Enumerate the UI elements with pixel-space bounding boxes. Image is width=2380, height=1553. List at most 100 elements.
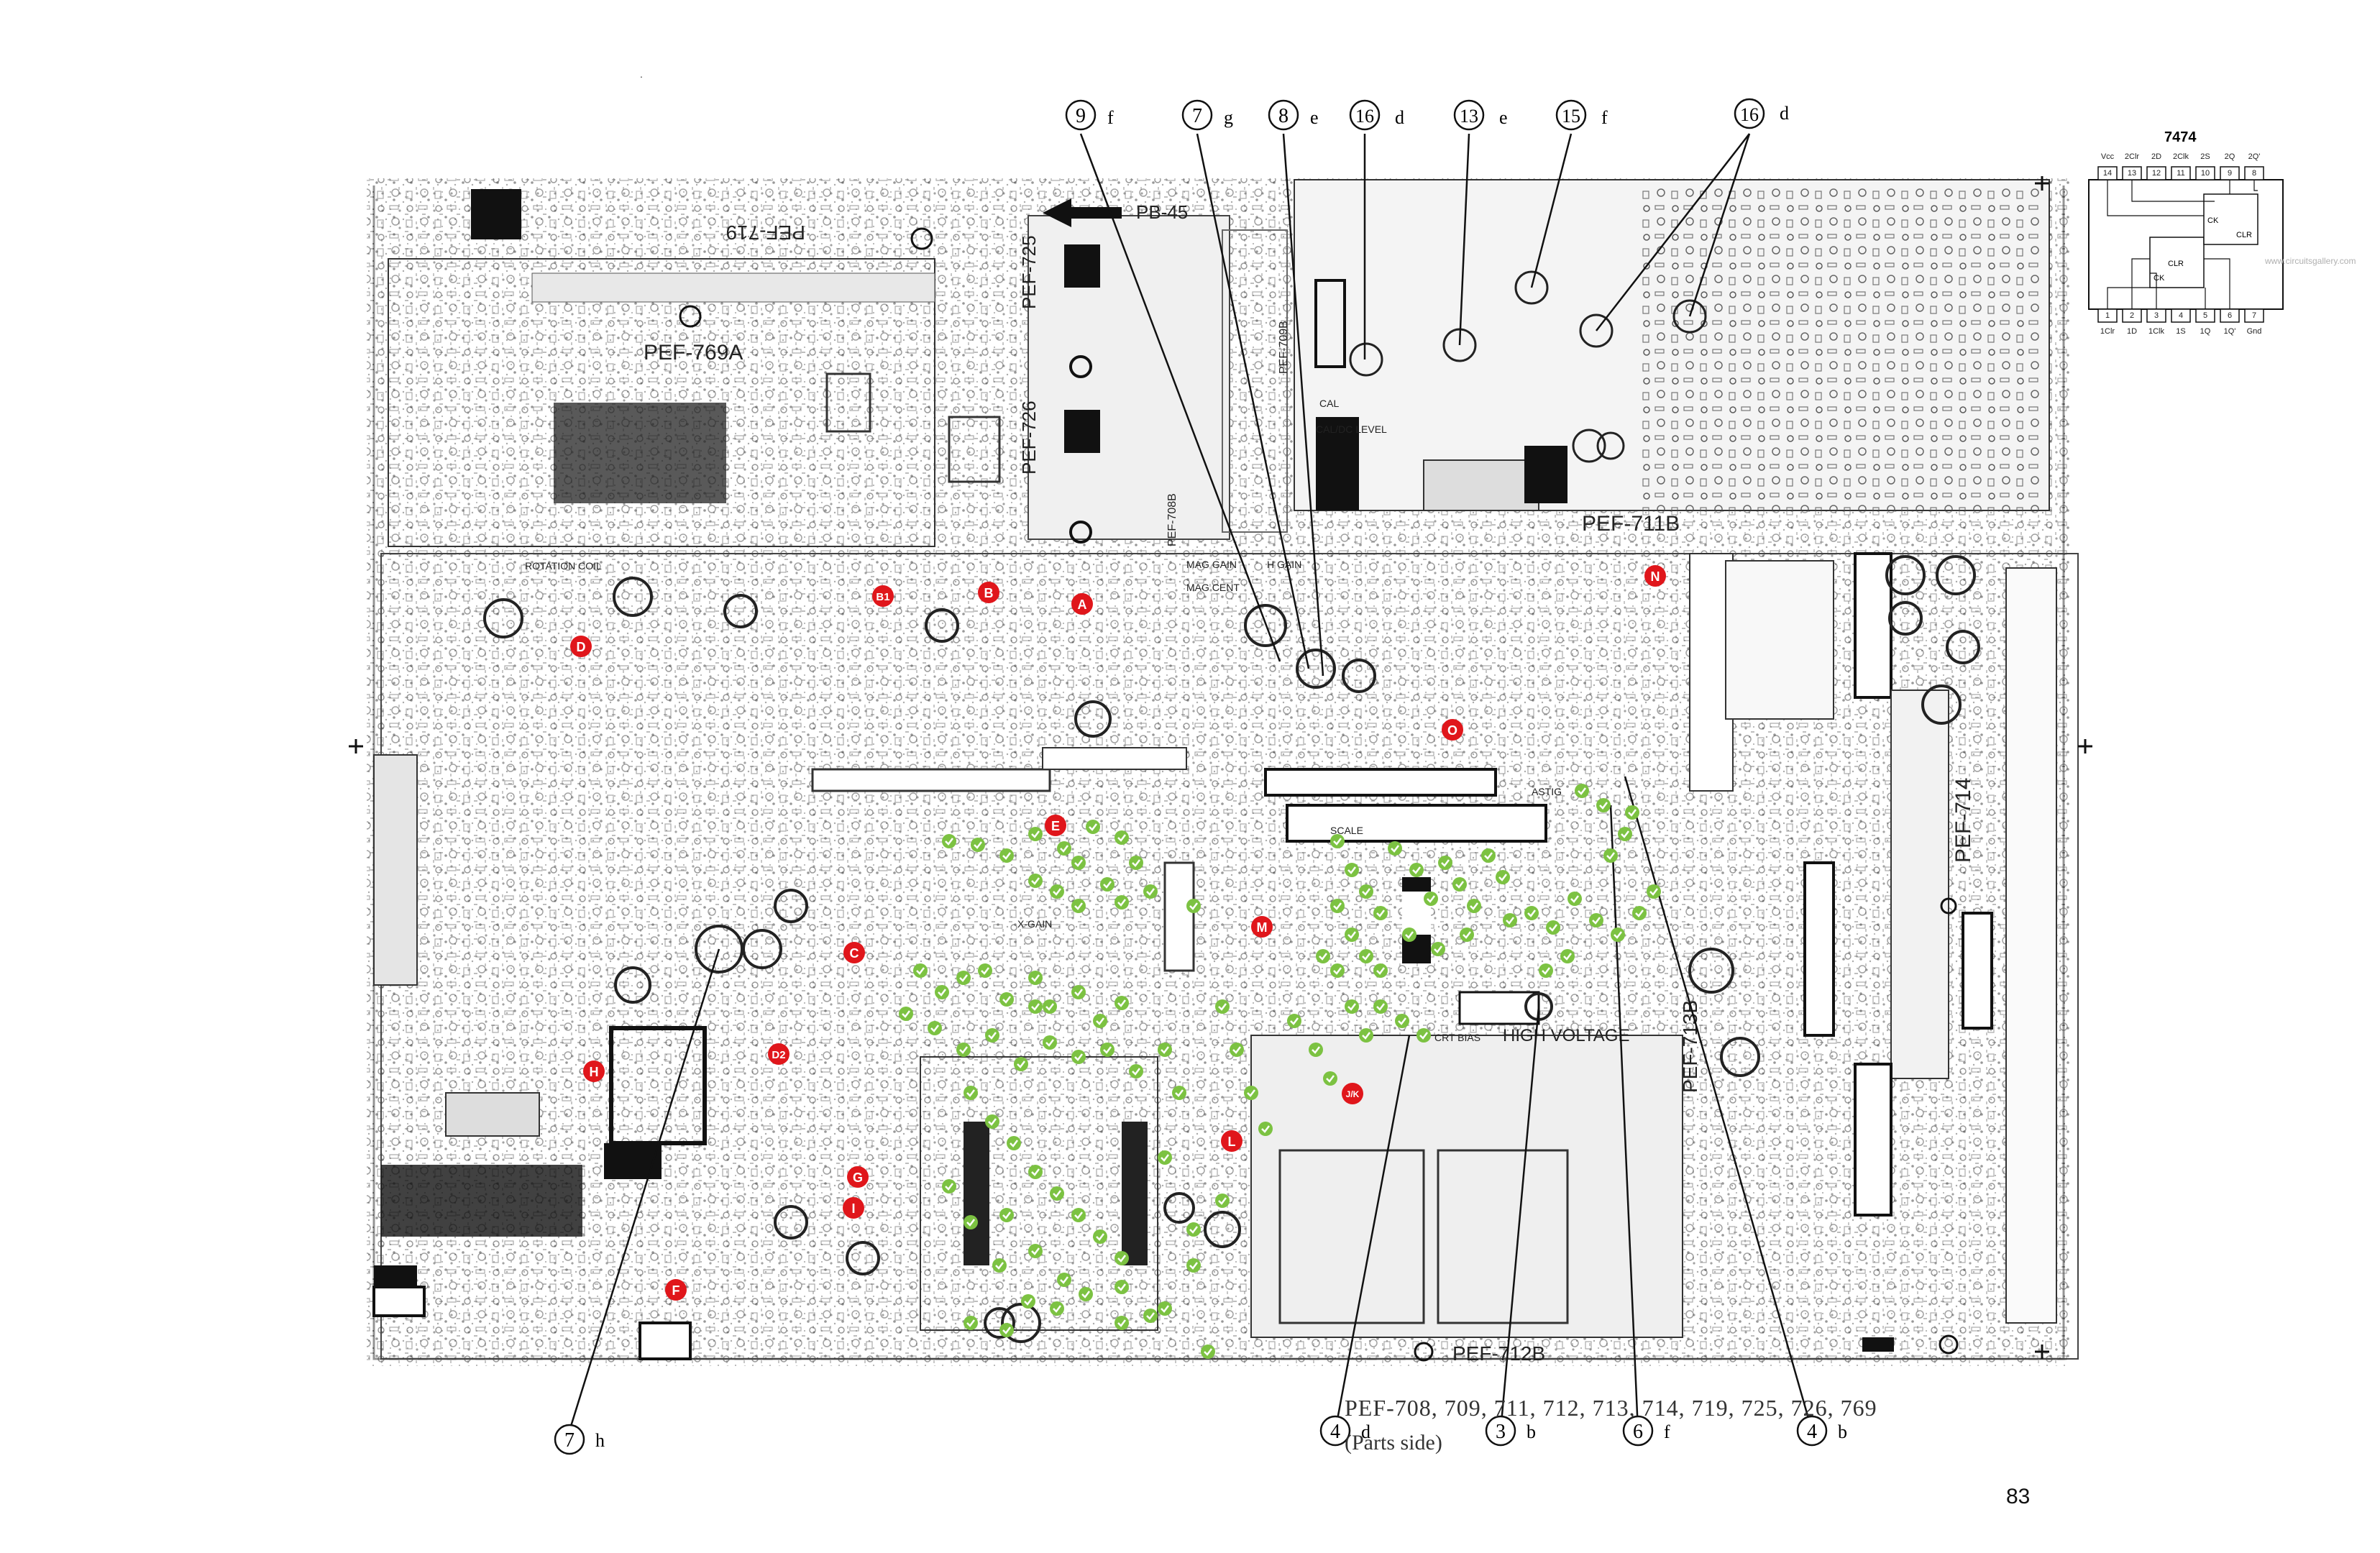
chip-bottom-pin-label-3: 1Clk	[2148, 327, 2164, 336]
ic-7474-pinout: CLR CK CLR CK	[2088, 166, 2284, 323]
green-check-73	[1388, 841, 1402, 856]
green-check-54	[964, 1215, 978, 1229]
label-rotation-coil: ROTATION COIL	[525, 560, 602, 572]
green-check-74	[1409, 863, 1424, 877]
marker-M: M	[1251, 916, 1273, 938]
green-check-78	[1467, 899, 1481, 913]
callout-9f: 9 f	[1065, 99, 1114, 131]
green-check-50	[999, 1208, 1014, 1222]
callout-4d: 4 d	[1319, 1415, 1370, 1447]
green-check-52	[1057, 1273, 1071, 1287]
green-check-61	[1186, 1258, 1201, 1273]
callout-leader-lines	[568, 133, 1813, 1431]
chip-bottom-pin-label-1: 1Clr	[2100, 327, 2115, 336]
green-check-40	[1244, 1086, 1258, 1100]
green-check-68	[1345, 927, 1359, 942]
marker-D: D	[570, 636, 592, 657]
green-check-98	[1539, 963, 1553, 978]
chip-top-pin-label-6: 2Q	[2224, 152, 2235, 161]
green-check-32	[1071, 1050, 1086, 1064]
svg-text:7: 7	[564, 1429, 575, 1452]
green-check-13	[1100, 877, 1115, 892]
green-check-66	[1373, 906, 1388, 920]
svg-text:15: 15	[1562, 106, 1580, 127]
green-check-60	[1143, 1309, 1158, 1323]
main-board-area	[372, 552, 2079, 1360]
green-check-102	[1416, 1028, 1431, 1043]
green-check-23	[1071, 985, 1086, 999]
green-check-100	[1373, 999, 1388, 1014]
chip-bottom-pin-number-7: 7	[2251, 311, 2257, 320]
green-check-47	[1071, 1208, 1086, 1222]
marker-G: G	[847, 1166, 869, 1188]
green-check-85	[1524, 906, 1539, 920]
green-check-91	[1647, 884, 1661, 899]
label-cal-dc-level: CAL/DC LEVEL	[1316, 423, 1387, 435]
callout-6f: 6 f	[1622, 1415, 1670, 1447]
green-check-56	[1021, 1294, 1035, 1309]
svg-text:8: 8	[1278, 105, 1289, 127]
callouts-bottom: 7 h 4 d 3 b 6 f 4 b	[554, 1415, 1847, 1455]
svg-text:G: G	[853, 1171, 863, 1185]
green-check-90	[1632, 906, 1647, 920]
green-check-31	[1043, 1035, 1057, 1050]
green-check-55	[992, 1258, 1007, 1273]
green-check-58	[1079, 1287, 1093, 1301]
svg-text:CLR: CLR	[2236, 231, 2252, 239]
marker-H: H	[583, 1060, 605, 1082]
callout-16d-b: 16 d	[1734, 98, 1789, 129]
green-check-106	[1309, 1043, 1323, 1057]
green-check-79	[1481, 848, 1496, 863]
green-check-39	[1230, 1043, 1244, 1057]
svg-text:b: b	[1527, 1421, 1536, 1442]
green-check-82	[1431, 942, 1445, 956]
green-check-26	[899, 1007, 913, 1021]
label-scale: SCALE	[1330, 825, 1363, 836]
pb45-arrow	[1043, 198, 1122, 227]
marker-B1: B1	[872, 585, 894, 607]
green-check-17	[935, 985, 949, 999]
marker-B: B	[978, 582, 999, 603]
chip-top-pin-number-7: 8	[2251, 169, 2257, 178]
green-check-27	[928, 1021, 942, 1035]
green-check-97	[1560, 949, 1575, 963]
svg-text:d: d	[1361, 1421, 1370, 1442]
green-check-80	[1496, 870, 1510, 884]
chip-bottom-pin-label-6: 1Q'	[2223, 327, 2236, 336]
callout-4b: 4 b	[1796, 1415, 1847, 1447]
green-check-7	[1086, 820, 1100, 834]
label-pef712b: PEF-712B	[1452, 1342, 1545, 1365]
marker-E: E	[1045, 815, 1066, 836]
svg-text:J/K: J/K	[1346, 1089, 1360, 1099]
chip-bottom-pin-label-5: 1Q	[2200, 327, 2211, 336]
callout-7g: 7 g	[1181, 99, 1233, 131]
svg-text:h: h	[595, 1430, 605, 1451]
green-check-41	[1258, 1122, 1273, 1136]
green-check-30	[1014, 1057, 1028, 1071]
page-number: 83	[2006, 1485, 2031, 1508]
green-check-33	[1100, 1043, 1115, 1057]
green-check-19	[978, 963, 992, 978]
green-check-24	[1093, 1014, 1107, 1028]
green-check-12	[1071, 899, 1086, 913]
chip-bottom-pin-label-7: Gnd	[2246, 327, 2262, 336]
green-check-1	[942, 834, 956, 848]
green-check-89	[1611, 927, 1625, 942]
label-astig: ASTIG	[1532, 786, 1562, 797]
callout-8e: 8 e	[1268, 99, 1319, 131]
svg-text:e: e	[1310, 107, 1319, 128]
svg-text:g: g	[1224, 107, 1233, 128]
green-check-48	[1093, 1229, 1107, 1244]
svg-text:M: M	[1257, 920, 1268, 935]
label-pef713b: PEF-713B	[1679, 1000, 1701, 1093]
green-check-71	[1330, 963, 1345, 978]
green-check-46	[1050, 1186, 1064, 1201]
svg-text:D: D	[577, 640, 586, 654]
green-check-113	[1028, 999, 1043, 1014]
green-check-72	[1373, 963, 1388, 978]
green-check-99	[1345, 999, 1359, 1014]
green-check-76	[1438, 856, 1452, 870]
green-check-43	[985, 1114, 999, 1129]
green-check-111	[999, 1323, 1014, 1337]
green-check-18	[956, 971, 971, 985]
